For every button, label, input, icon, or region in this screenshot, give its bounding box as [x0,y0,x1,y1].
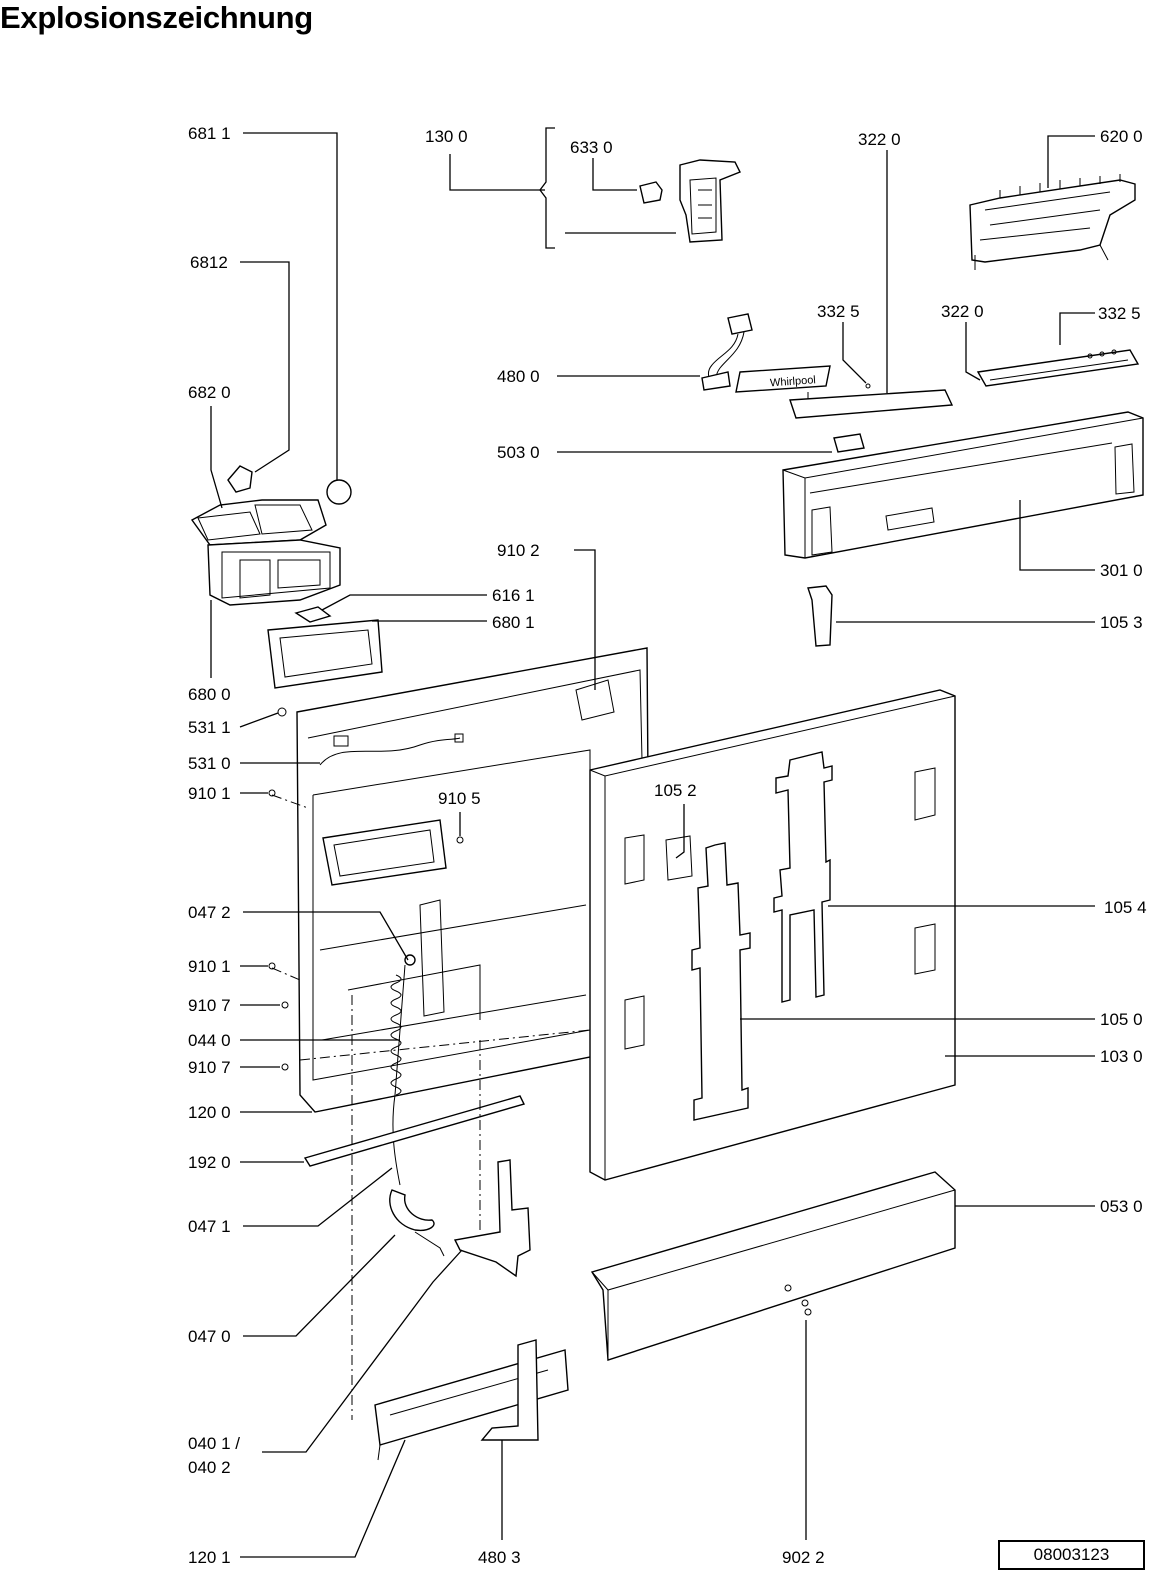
label-3010: 301 0 [1100,561,1143,580]
part-0401-hinge [453,1159,531,1278]
part-9107-screw [281,1063,289,1071]
part-6330-microswitch [639,181,663,204]
parts-layer: Whirlpool [190,159,1144,1461]
label-9105: 910 5 [438,789,481,808]
part-brand-badge: Whirlpool [735,365,831,413]
part-door-window [322,819,447,886]
page-title: Explosionszeichnung [0,0,313,35]
label-4803: 480 3 [478,1548,521,1567]
part-3220-panel-strip [789,389,954,419]
label-0471: 047 1 [188,1217,231,1236]
part-9101-screw [268,962,276,970]
label-9107-top: 910 7 [188,996,231,1015]
label-9102: 910 2 [497,541,540,560]
label-3325-left: 332 5 [817,302,860,321]
part-1053-bracket [807,585,833,647]
part-9105-screw [456,836,464,844]
label-5030: 503 0 [497,443,540,462]
label-1920: 192 0 [188,1153,231,1172]
part-4803-bracket [480,1339,539,1441]
label-9101-top: 910 1 [188,784,231,803]
label-1300: 130 0 [425,127,468,146]
label-1050: 105 0 [1100,1010,1143,1029]
label-6200: 620 0 [1100,127,1143,146]
label-0530: 053 0 [1100,1197,1143,1216]
part-0530-bottom-trim [590,1171,956,1361]
part-9101-screw [268,789,276,797]
label-0402: 040 2 [188,1458,231,1477]
label-3220-right: 322 0 [941,302,984,321]
label-4800: 480 0 [497,367,540,386]
part-1030-outer-door [589,689,956,1181]
part-5030-switch [833,433,865,453]
label-0470: 047 0 [188,1327,231,1346]
part-1300-door-lock [679,159,741,243]
part-6161 [294,606,332,623]
part-3325-screw [865,383,871,389]
label-1200: 120 0 [188,1103,231,1122]
label-9101-bottom: 910 1 [188,957,231,976]
label-3220-top: 322 0 [858,130,901,149]
part-0440-spring [390,954,416,1186]
part-4800-wiring [701,313,753,391]
label-5310: 531 0 [188,754,231,773]
part-1200-inner-door [296,647,651,1113]
label-6801: 680 1 [492,613,535,632]
label-6811: 681 1 [188,124,231,143]
label-6161: 616 1 [492,586,535,605]
part-6812-clip [227,465,253,493]
label-1030: 103 0 [1100,1047,1143,1066]
assembly-guide-line [299,1029,591,1061]
label-0440: 044 0 [188,1031,231,1050]
part-0470-hinge-link [414,1231,445,1257]
leader-lines [210,127,1095,1558]
part-0470-hinge-arm [389,1189,435,1232]
label-3325-right: 332 5 [1098,304,1141,323]
label-6820: 682 0 [188,383,231,402]
label-0401: 040 1 / [188,1434,240,1453]
label-1052: 105 2 [654,781,697,800]
part-3220-right-strip [976,349,1140,387]
assembly-guide-line [271,794,309,809]
label-9022: 902 2 [782,1548,825,1567]
label-9107-bottom: 910 7 [188,1058,231,1077]
label-6812: 6812 [190,253,228,272]
label-1201: 120 1 [188,1548,231,1567]
part-1050-rail [691,842,751,1121]
part-9107-screw [281,1001,289,1009]
part-5311-screw [277,707,287,717]
part-6800-dispenser [190,499,341,606]
part-labels: 681 1 130 0 633 0 322 0 620 0 6812 332 5… [188,124,1147,1567]
part-6811-cap [326,479,352,505]
label-6330: 633 0 [570,138,613,157]
label-0472: 047 2 [188,903,231,922]
part-9022-screw [801,1299,812,1316]
part-1920-seal-strip [303,1095,526,1167]
label-1053: 105 3 [1100,613,1143,632]
label-1054: 105 4 [1104,898,1147,917]
document-number-box: 08003123 [998,1540,1145,1570]
part-1054-rail [773,751,833,1003]
part-3010-control-panel [782,411,1144,559]
label-5311: 531 1 [188,718,231,737]
assembly-guide-line [271,967,301,981]
brand-badge-text: Whirlpool [770,374,817,389]
part-6801-gasket [267,619,383,689]
label-6800: 680 0 [188,685,231,704]
part-6200-control-module [969,174,1136,270]
